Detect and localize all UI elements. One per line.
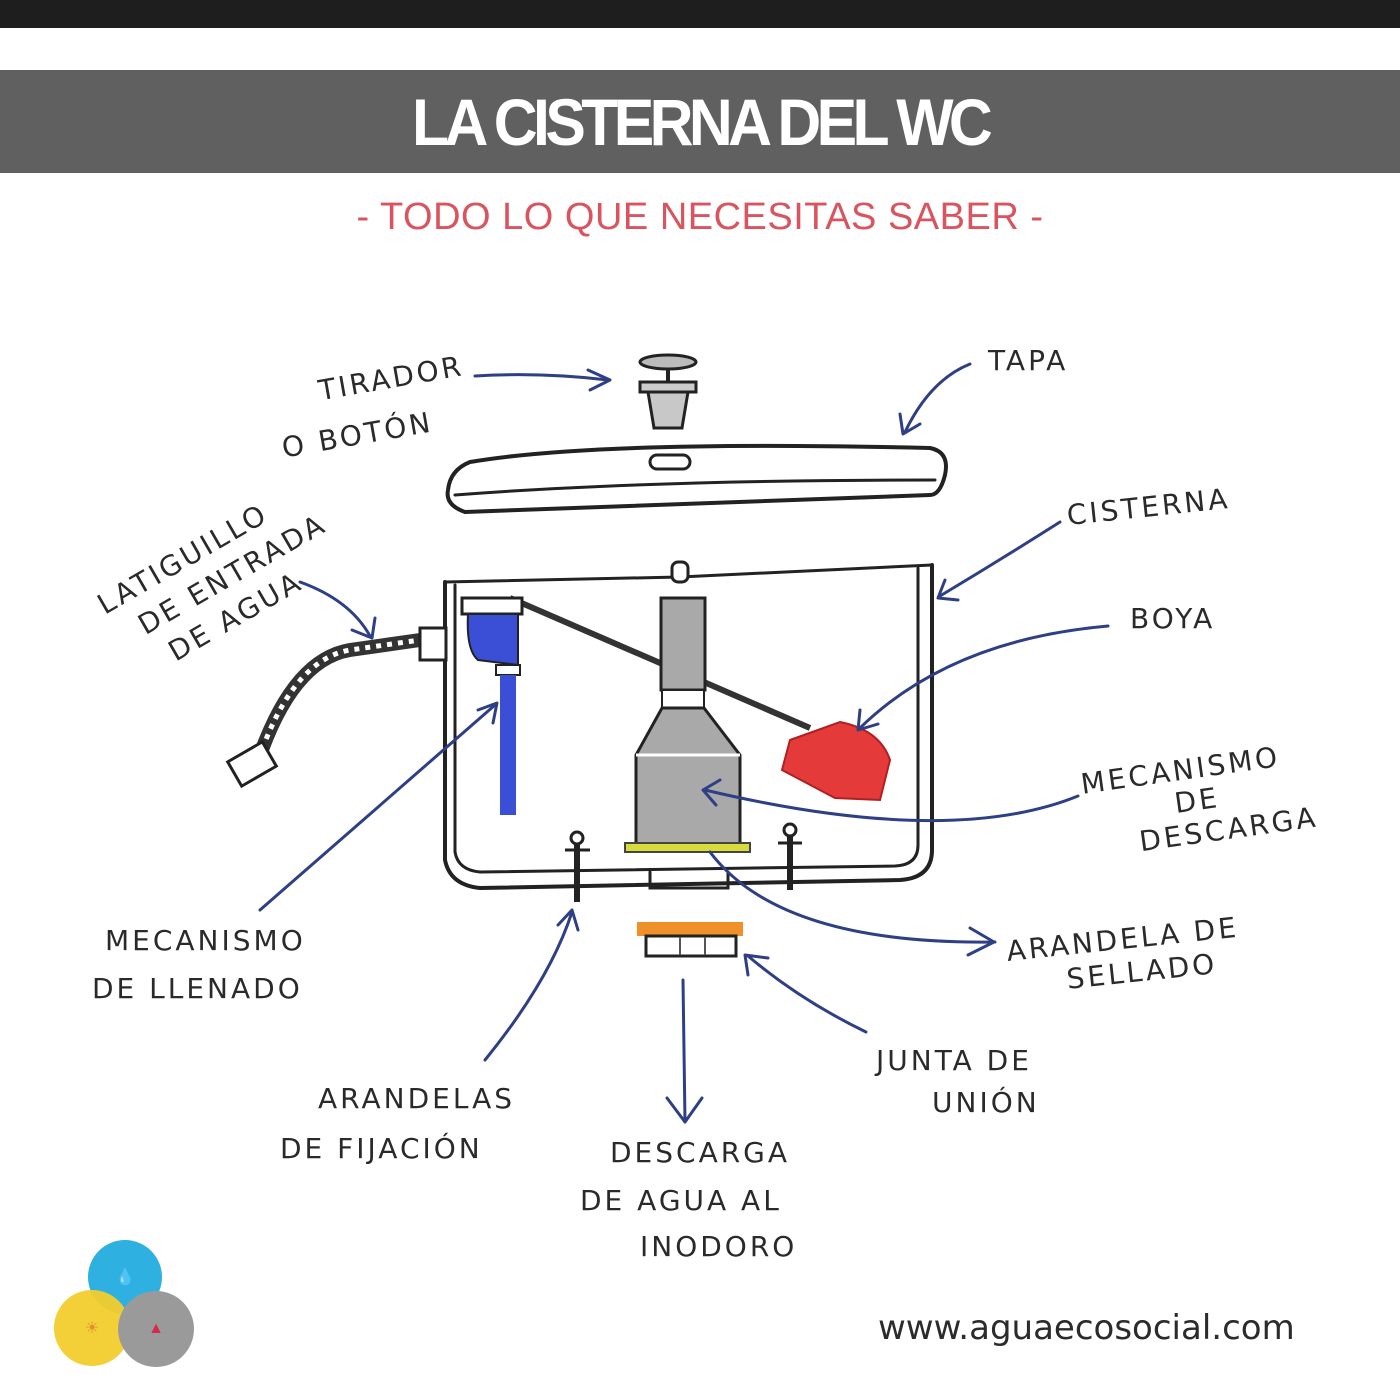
page-title: LA CISTERNA DEL WC xyxy=(411,84,993,159)
svg-text:INODORO: INODORO xyxy=(640,1230,797,1263)
label-descarga-agua: DESCARGA DE AGUA AL INODORO xyxy=(580,1136,797,1263)
arrow-latiguillo xyxy=(298,580,372,638)
person-icon: ▲ xyxy=(118,1291,194,1367)
arrow-cisterna xyxy=(938,520,1062,598)
flush-valve xyxy=(634,596,742,850)
fill-valve xyxy=(460,596,524,815)
svg-text:TIRADOR: TIRADOR xyxy=(315,349,466,407)
svg-text:O BOTÓN: O BOTÓN xyxy=(279,404,435,464)
push-button xyxy=(638,353,698,430)
arrow-junta xyxy=(746,954,868,1034)
label-latiguillo: LATIGUILLO DE ENTRADA DE AGUA xyxy=(92,497,332,668)
brand-logo: 💧 ☀ ▲ xyxy=(50,1235,200,1375)
label-junta-union: JUNTA DE UNIÓN xyxy=(874,1044,1040,1119)
label-mecanismo-descarga: MECANISMO DE DESCARGA xyxy=(1079,740,1320,858)
arrow-boya xyxy=(858,624,1110,730)
arrow-descarga-agua xyxy=(681,978,687,1124)
svg-text:DE AGUA AL: DE AGUA AL xyxy=(580,1184,782,1217)
svg-text:DE FIJACIÓN: DE FIJACIÓN xyxy=(280,1131,483,1165)
svg-text:UNIÓN: UNIÓN xyxy=(932,1085,1040,1119)
inlet-hose xyxy=(225,626,448,789)
svg-text:DESCARGA: DESCARGA xyxy=(1137,800,1320,858)
seal-washer xyxy=(624,842,751,853)
svg-text:DESCARGA: DESCARGA xyxy=(610,1136,790,1169)
outlet-pipe xyxy=(648,870,730,890)
arrow-llenado xyxy=(258,703,497,912)
svg-text:ARANDELAS: ARANDELAS xyxy=(318,1082,515,1115)
svg-text:DE LLENADO: DE LLENADO xyxy=(92,972,303,1005)
svg-text:JUNTA DE: JUNTA DE xyxy=(874,1044,1032,1077)
label-tirador: TIRADOR O BOTÓN xyxy=(279,349,466,464)
arrow-descarga xyxy=(703,788,1080,823)
float-ball xyxy=(780,720,892,802)
top-bar xyxy=(0,0,1400,28)
label-cisterna: CISTERNA xyxy=(1065,482,1231,532)
arrow-arandela xyxy=(708,850,997,944)
page-subtitle: - TODO LO QUE NECESITAS SABER - xyxy=(356,196,1044,238)
svg-text:DE: DE xyxy=(1172,781,1221,820)
union-joint xyxy=(637,922,743,958)
sun-icon: ☀ xyxy=(54,1290,130,1366)
arrows xyxy=(258,362,1110,1124)
arrow-tirador xyxy=(473,373,610,382)
label-arandelas-fijacion: ARANDELAS DE FIJACIÓN xyxy=(280,1082,515,1165)
fixing-bolts xyxy=(565,822,802,902)
label-tapa: TAPA xyxy=(987,344,1068,377)
lid xyxy=(445,443,948,514)
label-boya: BOYA xyxy=(1130,602,1215,635)
arrow-tapa xyxy=(903,362,972,434)
website-url[interactable]: www.aguaecosocial.com xyxy=(878,1308,1295,1348)
label-mecanismo-llenado: MECANISMO DE LLENADO xyxy=(92,924,306,1005)
label-arandela-sellado: ARANDELA DE SELLADO xyxy=(1005,911,1241,996)
svg-text:MECANISMO: MECANISMO xyxy=(105,924,306,957)
arrow-fijacion xyxy=(483,910,574,1062)
title-banner: LA CISTERNA DEL WC xyxy=(0,70,1400,173)
